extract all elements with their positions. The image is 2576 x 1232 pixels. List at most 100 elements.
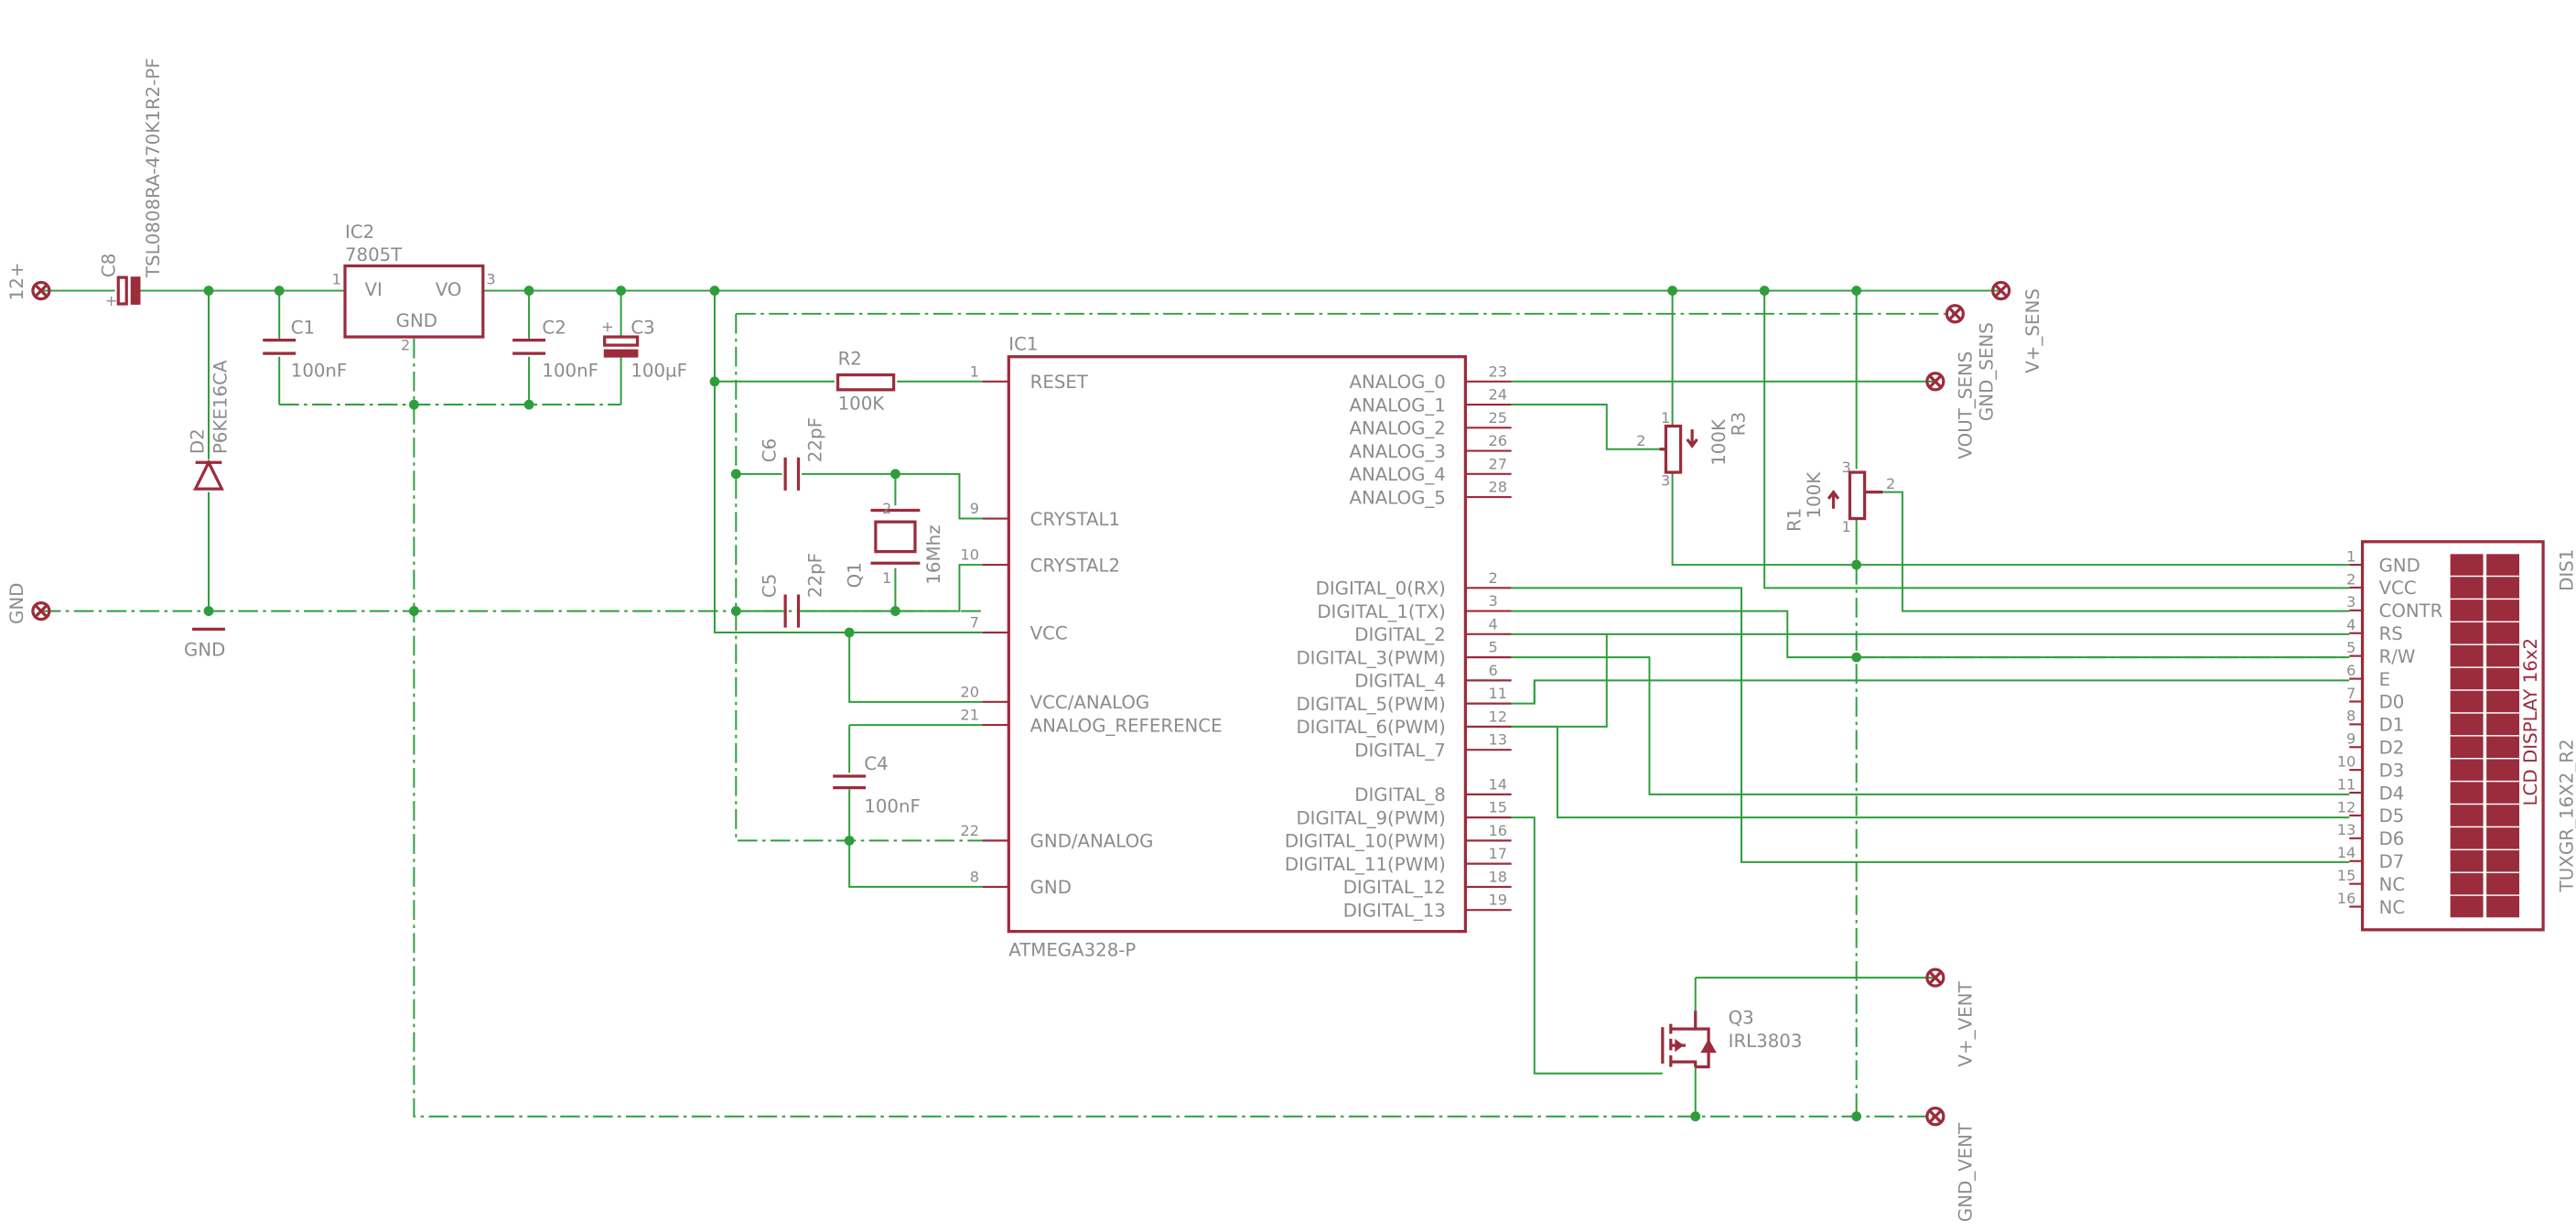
lcd-segment xyxy=(2486,850,2520,872)
svg-text:C3: C3 xyxy=(631,317,654,338)
ic1-pin-label: ANALOG_4 xyxy=(1350,464,1446,485)
ic1-microcontroller: IC1 ATMEGA328-P 1RESET9CRYSTAL110CRYSTAL… xyxy=(960,333,1512,961)
svg-text:C2: C2 xyxy=(542,317,566,338)
lcd-pin-number: 16 xyxy=(2337,890,2356,907)
r1-potentiometer: R1 100K 3 2 1 xyxy=(1784,459,1896,535)
ic1-pin-label: DIGITAL_2 xyxy=(1354,624,1446,645)
lcd-pin-number: 15 xyxy=(2337,867,2356,884)
lcd-pin-number: 6 xyxy=(2346,662,2355,679)
ic1-pin-number: 13 xyxy=(1489,731,1508,749)
lcd-pin-label: NC xyxy=(2379,897,2406,918)
ic1-pin-number: 23 xyxy=(1489,362,1508,380)
ic1-pin-label: DIGITAL_9(PWM) xyxy=(1296,807,1445,828)
svg-text:3: 3 xyxy=(1661,471,1670,489)
lcd-segment xyxy=(2450,759,2484,781)
lcd-segment xyxy=(2450,805,2484,827)
ic1-pin-number: 12 xyxy=(1489,708,1508,725)
ic1-value: ATMEGA328-P xyxy=(1008,940,1136,961)
lcd-pin-label: R/W xyxy=(2379,646,2416,667)
ic1-pin-number: 18 xyxy=(1489,868,1508,885)
lcd-pin-label: CONTR xyxy=(2379,600,2443,621)
lcd-pin-label: D6 xyxy=(2379,828,2405,849)
ic1-pin-number: 19 xyxy=(1489,892,1508,909)
svg-text:C5: C5 xyxy=(759,574,780,598)
d2-name: D2 xyxy=(188,428,209,454)
label-gnd-sens: GND_SENS xyxy=(1977,322,1998,421)
svg-text:100K: 100K xyxy=(1804,471,1825,519)
ic1-pin-number: 27 xyxy=(1489,455,1508,472)
lcd-segment xyxy=(2450,622,2484,644)
label-v-sens: V+_SENS xyxy=(2022,288,2043,373)
lcd-pin-number: 11 xyxy=(2337,775,2356,793)
svg-text:R3: R3 xyxy=(1729,412,1750,436)
svg-text:3: 3 xyxy=(1842,459,1851,476)
label-gnd-vent: GND_VENT xyxy=(1955,1122,1976,1222)
svg-text:7805T: 7805T xyxy=(345,244,403,265)
lcd-segment xyxy=(2486,554,2520,576)
svg-text:100nF: 100nF xyxy=(864,796,921,817)
lcd-segment xyxy=(2450,644,2484,667)
lcd-pin-number: 13 xyxy=(2337,821,2356,838)
lcd-value: TUXGR_16X2_R2 xyxy=(2556,739,2576,892)
ic1-pin-number: 1 xyxy=(970,362,979,380)
ic1-pin-number: 20 xyxy=(960,683,979,700)
lcd-pin-number: 3 xyxy=(2346,593,2355,611)
lcd-pin-label: NC xyxy=(2379,874,2406,895)
ic1-pin-label: ANALOG_3 xyxy=(1350,441,1446,462)
ic1-pin-number: 16 xyxy=(1489,822,1508,839)
lcd-pin-number: 4 xyxy=(2346,616,2355,633)
lcd-segment xyxy=(2486,690,2520,713)
lcd-segment xyxy=(2450,827,2484,849)
lcd-segment xyxy=(2450,782,2484,804)
lcd-name: DIS1 xyxy=(2556,549,2576,591)
lcd-pin-label: GND xyxy=(2379,555,2420,576)
lcd-segment xyxy=(2486,577,2520,599)
lcd-pin-number: 12 xyxy=(2337,798,2356,816)
ic1-pin-number: 14 xyxy=(1489,775,1508,793)
lcd-segment xyxy=(2486,827,2520,849)
svg-text:100µF: 100µF xyxy=(631,360,687,381)
supply-terminals: 12+ GND V+_SENS GND_SENS VOUT_SENS V+_VE… xyxy=(6,263,2043,1223)
label-vout-sens: VOUT_SENS xyxy=(1955,351,1976,459)
label-gnd: GND xyxy=(6,583,27,624)
c5-capacitor: C5 22pF xyxy=(759,553,826,628)
c8-value: TSL0808RA-470K1R2-PF xyxy=(143,58,164,278)
lcd-segment xyxy=(2486,736,2520,758)
svg-text:100nF: 100nF xyxy=(542,360,598,381)
ic1-pin-label: ANALOG_REFERENCE xyxy=(1030,715,1223,736)
svg-text:2: 2 xyxy=(1886,475,1895,492)
ic1-pin-number: 26 xyxy=(1489,432,1508,449)
ic1-right-pins: 23ANALOG_024ANALOG_125ANALOG_226ANALOG_3… xyxy=(1285,362,1512,921)
lcd-pin-label: VCC xyxy=(2379,578,2417,599)
svg-text:VI: VI xyxy=(365,279,383,300)
ic1-pin-label: DIGITAL_6(PWM) xyxy=(1296,717,1445,738)
lcd-pin-label: D4 xyxy=(2379,783,2405,804)
svg-text:C6: C6 xyxy=(759,438,780,462)
wires xyxy=(40,289,2350,1117)
lcd-segment xyxy=(2486,895,2520,918)
lcd-pin-label: D5 xyxy=(2379,805,2405,827)
svg-text:22pF: 22pF xyxy=(805,417,826,462)
svg-text:C4: C4 xyxy=(864,753,888,774)
lcd-pin-number: 1 xyxy=(2346,547,2355,565)
lcd-segment xyxy=(2450,736,2484,758)
lcd-pin-number: 7 xyxy=(2346,685,2355,702)
lcd-segment xyxy=(2450,690,2484,713)
d2-diode: D2 P6KE16CA GND xyxy=(184,360,232,660)
lcd-segment xyxy=(2450,554,2484,576)
lcd-pin-number: 10 xyxy=(2337,753,2356,771)
ic1-pin-label: GND/ANALOG xyxy=(1030,831,1154,852)
c2-capacitor: C2 100nF xyxy=(512,317,598,381)
svg-text:Q1: Q1 xyxy=(845,562,866,588)
ic1-pin-label: CRYSTAL2 xyxy=(1030,555,1120,576)
svg-text:R1: R1 xyxy=(1784,508,1805,532)
lcd-pin-label: D1 xyxy=(2379,715,2405,736)
ic1-pin-number: 9 xyxy=(970,500,979,517)
ic2-regulator: IC2 7805T VI VO GND 1 3 2 xyxy=(332,222,496,354)
lcd-segment xyxy=(2486,644,2520,667)
ic1-pin-number: 10 xyxy=(960,546,979,564)
lcd-segment xyxy=(2486,622,2520,644)
svg-text:C1: C1 xyxy=(291,317,315,338)
